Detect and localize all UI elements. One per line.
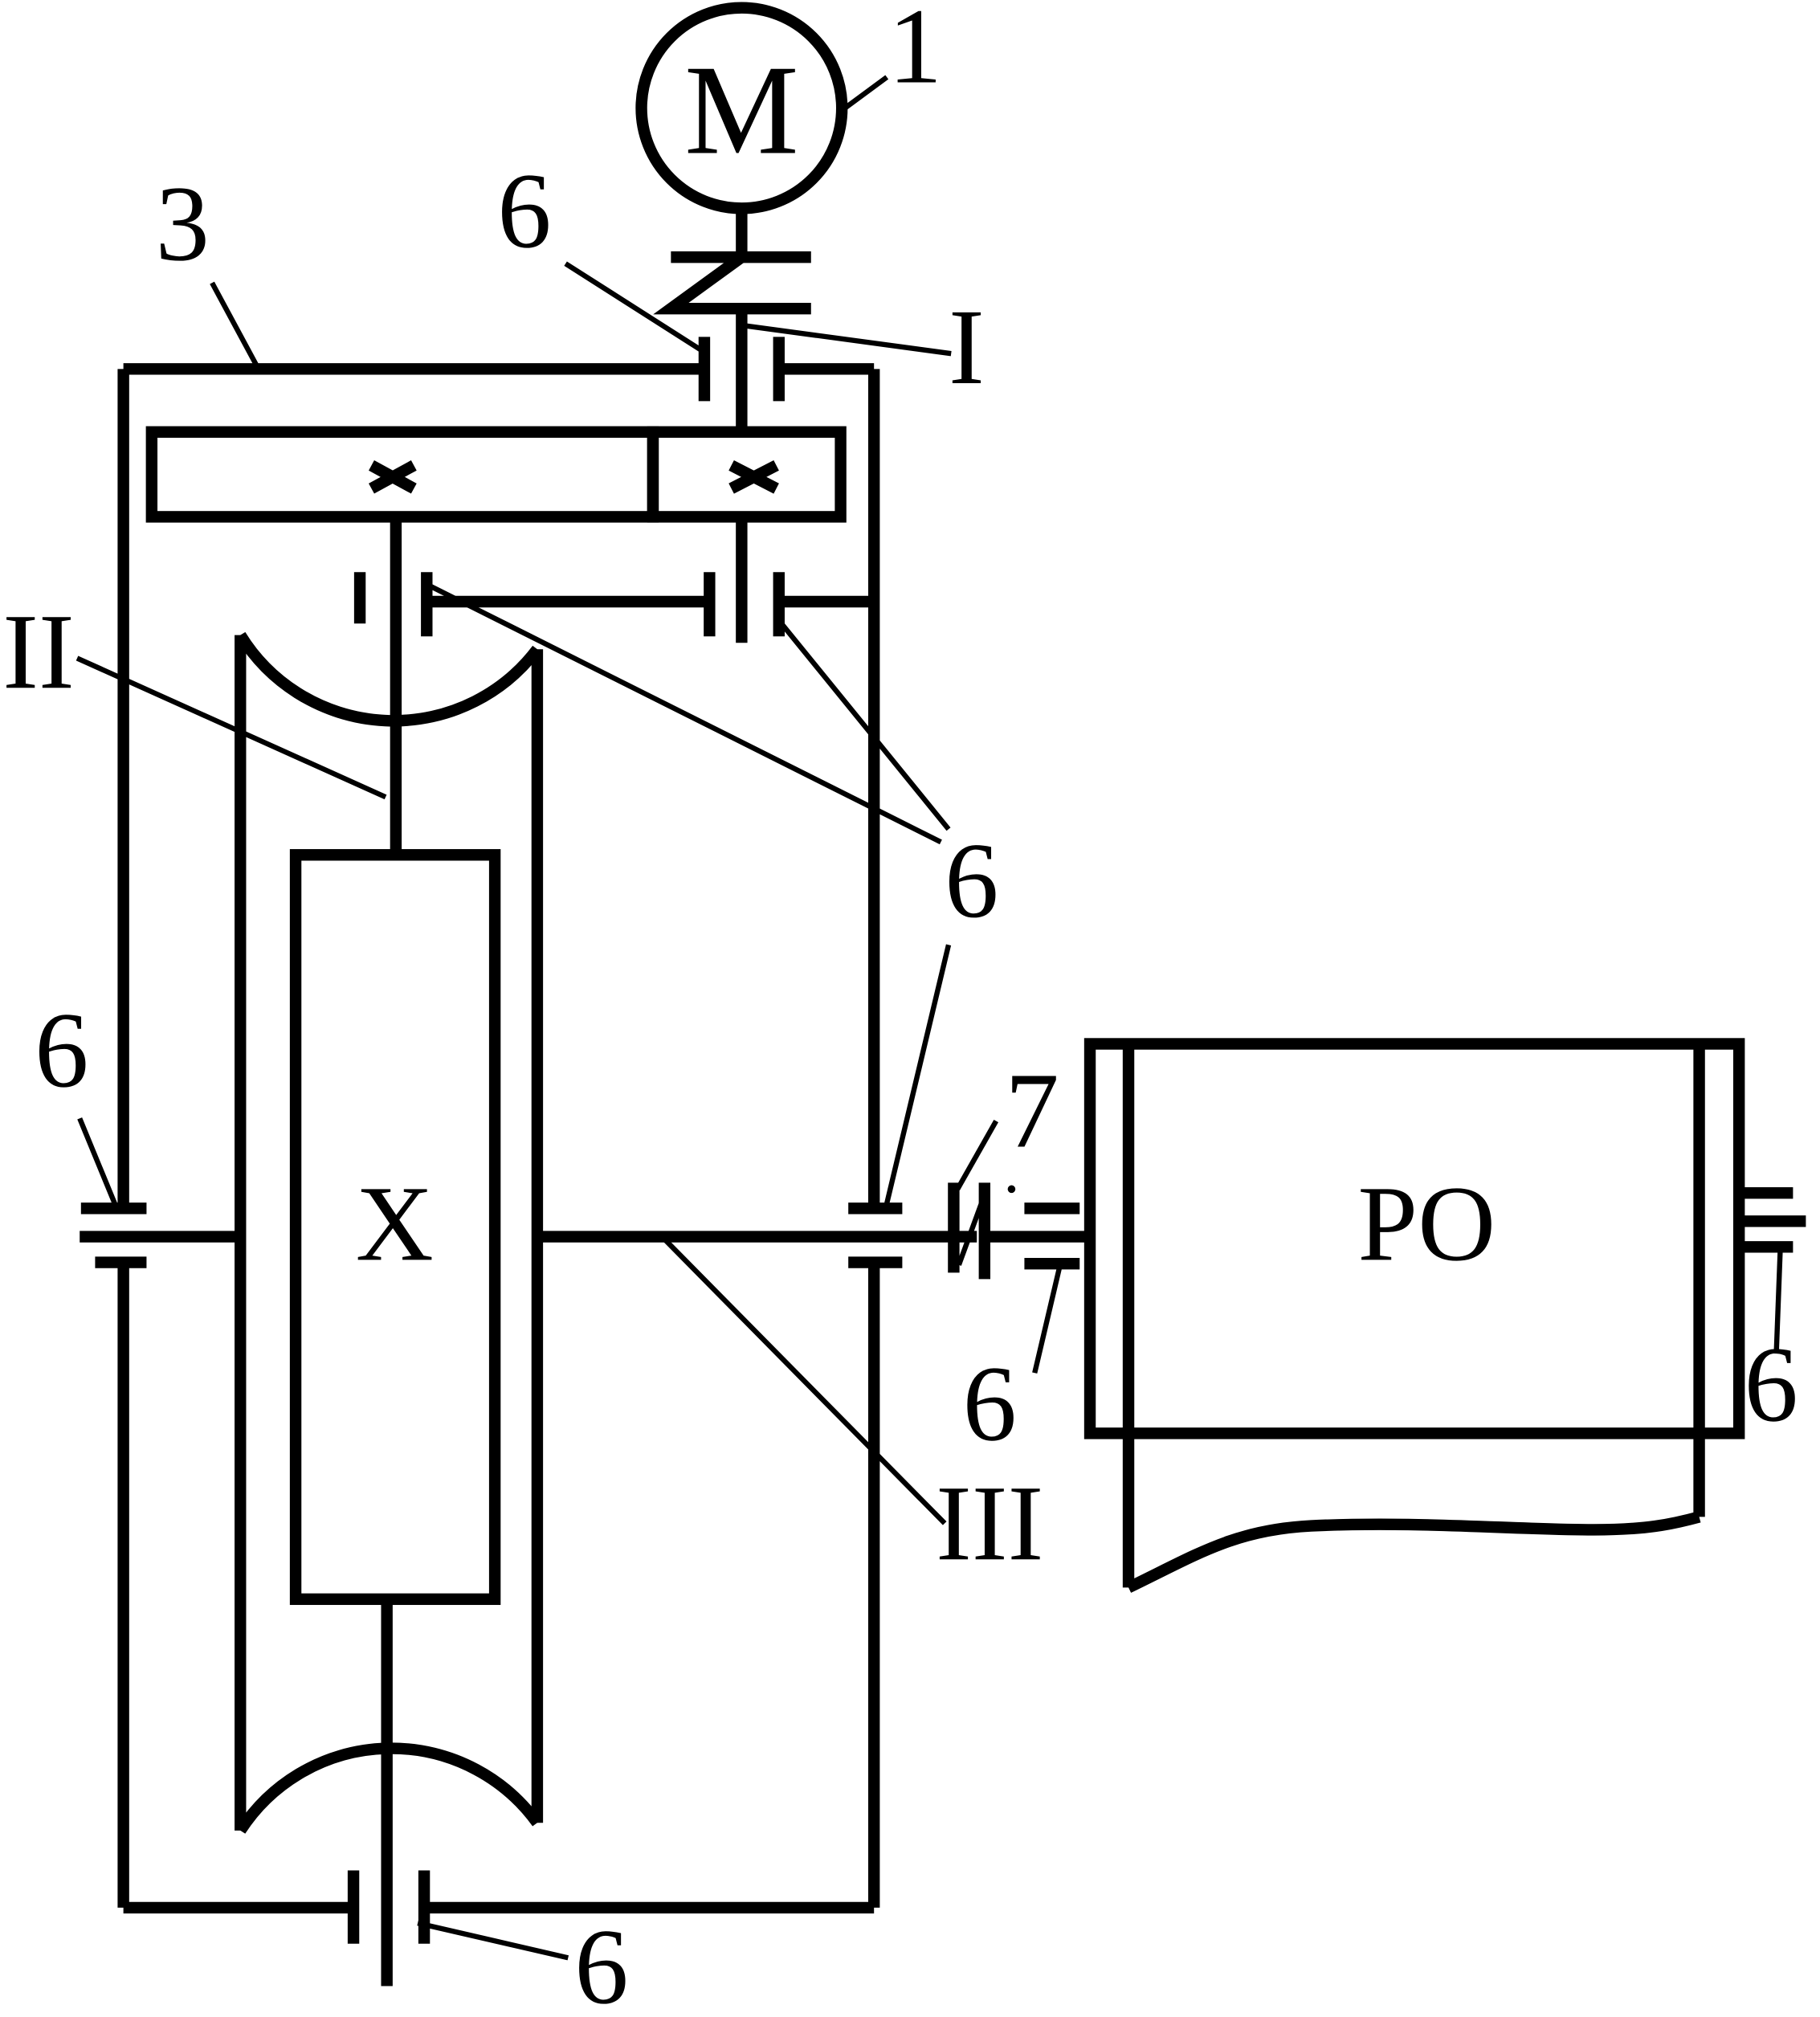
leader-lines	[75, 75, 1783, 1961]
label-bearing-right-group: 6	[945, 821, 998, 941]
label-shaft-1: I	[949, 288, 985, 407]
small-gear-cross	[728, 459, 779, 494]
label-housing-num: 3	[156, 164, 210, 284]
label-shaft-2: II	[2, 592, 75, 712]
shaft-2	[347, 516, 433, 1986]
po-label: PO	[1357, 1164, 1496, 1284]
worm: X	[289, 849, 501, 1606]
gear-pair	[145, 426, 847, 523]
label-motor-num: 1	[888, 0, 942, 106]
label-coupling-7: 7	[1005, 1051, 1059, 1171]
bearing-po-right	[1739, 1186, 1806, 1253]
coupling-7	[948, 1182, 1091, 1280]
label-shaft-3: III	[936, 1464, 1043, 1583]
x-mark: X	[356, 1164, 434, 1284]
label-bearing-po-left: 6	[963, 1344, 1017, 1464]
bearing-po-left	[1024, 1202, 1080, 1270]
shaft-3	[80, 1202, 977, 1268]
motor-coupling	[653, 208, 811, 428]
label-bearing-top: 6	[497, 151, 551, 271]
housing	[117, 363, 880, 1914]
coupling-dot	[1007, 1185, 1016, 1194]
motor: M	[635, 2, 848, 214]
motor-label: M	[684, 39, 798, 182]
working-organ: PO	[1083, 1038, 1745, 1593]
label-bearing-po-right: 6	[1745, 1325, 1798, 1444]
bearing-top	[698, 337, 785, 402]
label-bearing-bottom: 6	[574, 1907, 628, 2017]
label-bearing-left: 6	[35, 990, 88, 1110]
shaft-1-lower	[704, 516, 785, 643]
large-gear-cross	[369, 460, 417, 494]
